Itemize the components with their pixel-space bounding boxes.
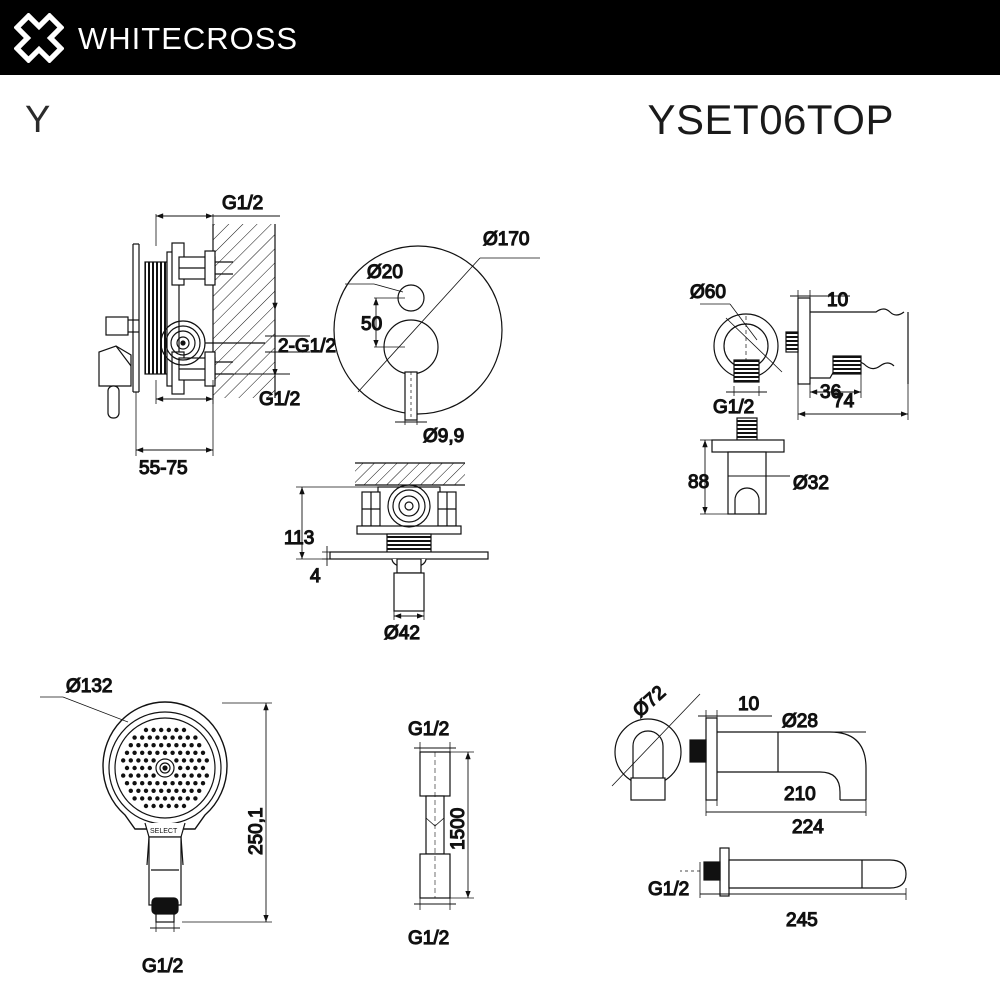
dim-spout-thread: G1/2	[648, 879, 689, 900]
dim-plate-thk: 10	[827, 290, 848, 311]
dim-small-dia: Ø20	[367, 262, 403, 283]
dim-reach-224: 224	[792, 817, 824, 838]
dim-holder-dia: Ø32	[793, 473, 829, 494]
figure-concealed-mixer-side-section: G1/2 2-G1/2 G1/2 55-75	[98, 192, 337, 480]
figure-wall-spout-side-view: Ø72 10 Ø28 210 224	[611, 681, 867, 839]
dim-wall-depth: 55-75	[139, 458, 188, 479]
figure-diverter-valve-section: 113 4 Ø42	[283, 462, 489, 645]
figure-hand-shower: SELECT Ø132 250,1 G1/2	[40, 675, 272, 978]
figure-wall-spout-top-view: G1/2 245	[647, 847, 907, 932]
dim-bottom-g12: G1/2	[259, 389, 300, 410]
dim-hose-bottom: G1/2	[408, 928, 449, 949]
brand-logo: WHITECROSS	[14, 10, 298, 66]
dim-hose-length: 1500	[448, 808, 469, 850]
series-label: Y	[25, 99, 51, 141]
dim-valve-dia: Ø42	[384, 623, 420, 644]
dim-proj-36: 36	[820, 382, 841, 403]
cross-x-icon	[14, 13, 64, 63]
dim-head-dia: Ø132	[66, 676, 112, 697]
select-button-label: SELECT	[150, 828, 178, 835]
dim-outlet-dia: Ø60	[690, 282, 726, 303]
dim-outlet-thread: G1/2	[713, 397, 754, 418]
dim-hose-thread-shower: G1/2	[142, 956, 183, 977]
figure-shower-hose: G1/2 1500 G1/2	[407, 718, 474, 950]
dim-top-g12: G1/2	[222, 193, 263, 214]
brand-name: WHITECROSS	[78, 20, 299, 56]
dim-lever-dia: Ø9,9	[423, 426, 464, 447]
dim-flange-thk: 10	[738, 694, 759, 715]
dim-tube-dia: Ø28	[782, 711, 818, 732]
dim-flange-dia: Ø72	[629, 682, 670, 722]
dim-plate-thk-4: 4	[310, 566, 321, 587]
figure-wall-outlet-and-holder: Ø60 G1/2 88 Ø32 10	[687, 281, 909, 515]
dim-total-length: 250,1	[246, 807, 267, 855]
figure-faceplate-front-view: Ø170 Ø20 50 Ø9,9	[333, 228, 540, 448]
dim-valve-height: 113	[284, 528, 314, 549]
dim-reach-210: 210	[784, 784, 816, 805]
dim-hose-top: G1/2	[408, 719, 449, 740]
dim-proj-74: 74	[833, 391, 855, 412]
header-bar	[0, 0, 1000, 75]
dim-2-g12: 2-G1/2	[278, 336, 336, 357]
product-code: YSET06TOP	[647, 96, 894, 143]
dim-spout-length: 245	[786, 910, 818, 931]
dim-holder-height: 88	[688, 472, 709, 493]
dim-plate-dia: Ø170	[483, 229, 529, 250]
dim-centers: 50	[361, 314, 382, 335]
